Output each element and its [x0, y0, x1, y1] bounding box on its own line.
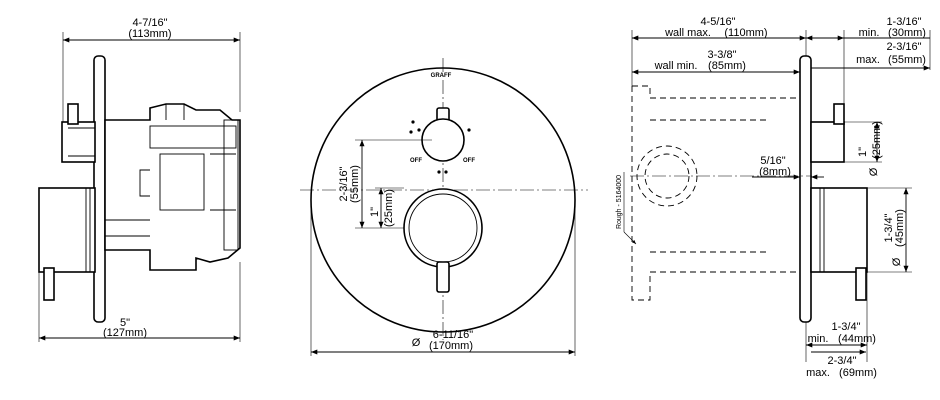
lower-handle-lever [43, 267, 55, 301]
top-max-label: max. [856, 54, 880, 66]
bottom-min-inch: 1-3/4" [832, 321, 861, 333]
offset-mm: (8mm) [759, 166, 791, 178]
wall-min-label: wall min. [654, 60, 698, 72]
indicator-dot [411, 120, 415, 124]
offset-inch: 5/16" [760, 155, 785, 167]
wall-max-label: wall max. [664, 27, 711, 39]
rough-lower-body [810, 187, 868, 273]
rough-label: Rough - 5164000 [616, 175, 623, 229]
top-max-mm: (55mm) [888, 54, 926, 66]
indicator-dot [417, 128, 421, 132]
front-view: GRAFF OFF OFF 2-3/16" (55mm) 1" (25mm) Ø… [300, 58, 588, 356]
upper-handle-lever [67, 103, 79, 125]
top-min-mm: (30mm) [888, 27, 926, 39]
valve-port [223, 119, 239, 251]
off-label-left: OFF [410, 158, 422, 164]
overall-width-mm: (113mm) [128, 28, 171, 40]
diameter-symbol: Ø [412, 337, 421, 349]
brand-logo: GRAFF [431, 73, 452, 79]
valve-detail [139, 169, 150, 197]
rough-label-leader [623, 231, 637, 245]
large-diameter-mm: (45mm) [894, 209, 906, 247]
bottom-max-label: max. [806, 367, 830, 379]
overall-width-inch: 4-7/16" [132, 17, 167, 29]
lower-handle-body [38, 187, 96, 273]
valve-detail [165, 104, 185, 120]
wall-min-mm: (85mm) [708, 60, 746, 72]
wall-min-inch: 3-3/8" [708, 49, 737, 61]
indicator-dot [444, 170, 448, 174]
valve-cartridge [149, 125, 237, 149]
thermostatic-lever [436, 261, 450, 293]
upper-handle-collar [61, 121, 96, 163]
small-diameter-mm: (25mm) [871, 121, 883, 159]
thermostatic-knob [403, 188, 483, 268]
base-width-mm: (127mm) [103, 327, 147, 339]
side-view: 4-7/16" (113mm) 5" (127mm) [38, 17, 241, 342]
wall-max-mm: (110mm) [724, 27, 767, 39]
large-diameter-symbol: Ø [891, 257, 903, 266]
indicator-dot [409, 130, 413, 134]
rough-valve-outline [631, 85, 800, 301]
bottom-min-label: min. [808, 333, 829, 345]
spacing-mm: (55mm) [349, 165, 361, 203]
rough-wall-plate [799, 55, 812, 323]
bottom-max-mm: (69mm) [839, 367, 877, 379]
diameter-inch: 6-11/16" [433, 329, 473, 341]
top-min-label: min. [859, 27, 880, 39]
rough-upper-collar [810, 121, 845, 163]
diameter-mm: (170mm) [429, 340, 473, 352]
small-diameter-symbol: Ø [868, 167, 880, 176]
top-min-inch: 1-3/16" [886, 16, 921, 28]
valve-body [104, 103, 241, 271]
top-max-inch: 2-3/16" [886, 41, 921, 53]
valve-chamber [159, 153, 205, 211]
bottom-min-mm: (44mm) [838, 333, 876, 345]
indicator-dot [437, 170, 441, 174]
wall-max-inch: 4-5/16" [700, 16, 735, 28]
small-diameter-inch: 1" [857, 147, 869, 157]
rough-lower-lever [855, 267, 867, 301]
off-label-right: OFF [463, 158, 475, 164]
rough-port-inner [644, 153, 690, 199]
indicator-dot [467, 128, 471, 132]
base-width-inch: 5" [120, 317, 130, 329]
bottom-max-inch: 2-3/4" [828, 355, 857, 367]
rough-view: 4-5/16" wall max. (110mm) 3-3/8" wall mi… [616, 16, 931, 379]
rough-valve-detail [650, 119, 770, 253]
spacing-inch: 2-3/16" [338, 166, 350, 201]
large-diameter-inch: 1-3/4" [883, 213, 895, 242]
handle-offset-inch: 1" [369, 207, 381, 217]
rough-upper-lever [833, 103, 845, 125]
handle-offset-mm: (25mm) [383, 189, 395, 227]
